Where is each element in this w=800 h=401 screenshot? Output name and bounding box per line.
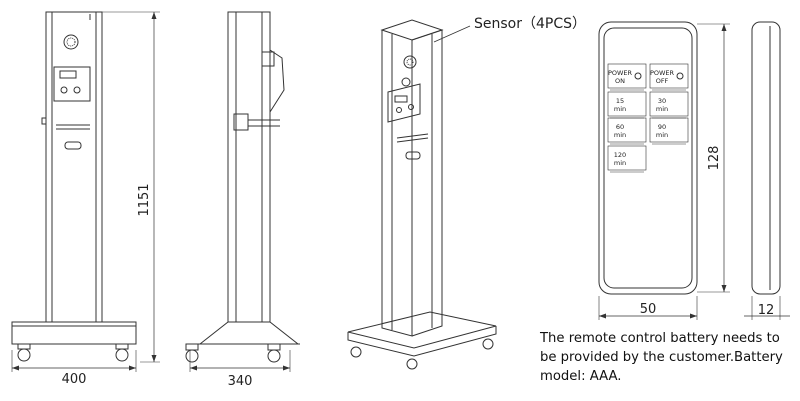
wheel <box>267 343 281 363</box>
remote-button-sublabel: min <box>614 131 626 139</box>
sensor-icon <box>403 55 417 69</box>
control-panel <box>387 83 421 123</box>
wheel <box>115 343 129 362</box>
perspective-view <box>347 19 497 370</box>
wheel <box>17 343 31 362</box>
remote-button-sublabel: min <box>614 105 626 113</box>
remote-button-label: 60 <box>616 123 624 131</box>
remote-button-sublabel: min <box>656 131 668 139</box>
remote-button-label: 30 <box>658 97 666 105</box>
remote-button-label: 120 <box>614 151 626 159</box>
side-view <box>185 11 300 372</box>
battery-note: The remote control battery needs to be p… <box>540 331 783 384</box>
remote-button-sublabel: OFF <box>656 77 669 85</box>
remote-thickness-label: 12 <box>758 303 775 318</box>
front-width-label: 400 <box>62 372 87 387</box>
remote-button-label: 90 <box>658 123 666 131</box>
front-view <box>11 11 160 372</box>
remote-side <box>744 21 790 320</box>
control-panel <box>53 66 91 102</box>
power-icon <box>634 72 642 80</box>
speaker-grille <box>63 34 79 50</box>
front-height-label: 1151 <box>137 183 152 216</box>
remote-height-label: 128 <box>707 146 722 171</box>
sensor-callout: Sensor（4PCS） <box>474 16 586 32</box>
remote-width-label: 50 <box>640 302 657 317</box>
power-icon <box>676 72 684 80</box>
remote-button-sublabel: min <box>614 159 626 167</box>
remote-button-label: 15 <box>616 97 624 105</box>
wheel <box>185 343 199 363</box>
side-depth-label: 340 <box>228 374 253 389</box>
remote-button-sublabel: ON <box>615 77 625 85</box>
remote-button-group: POWERONPOWEROFF15min30min60min90min120mi… <box>607 63 689 173</box>
remote-button-sublabel: min <box>656 105 668 113</box>
remote-button-label: POWER <box>650 69 675 77</box>
remote-button-label: POWER <box>608 69 633 77</box>
remote-front <box>598 21 730 320</box>
